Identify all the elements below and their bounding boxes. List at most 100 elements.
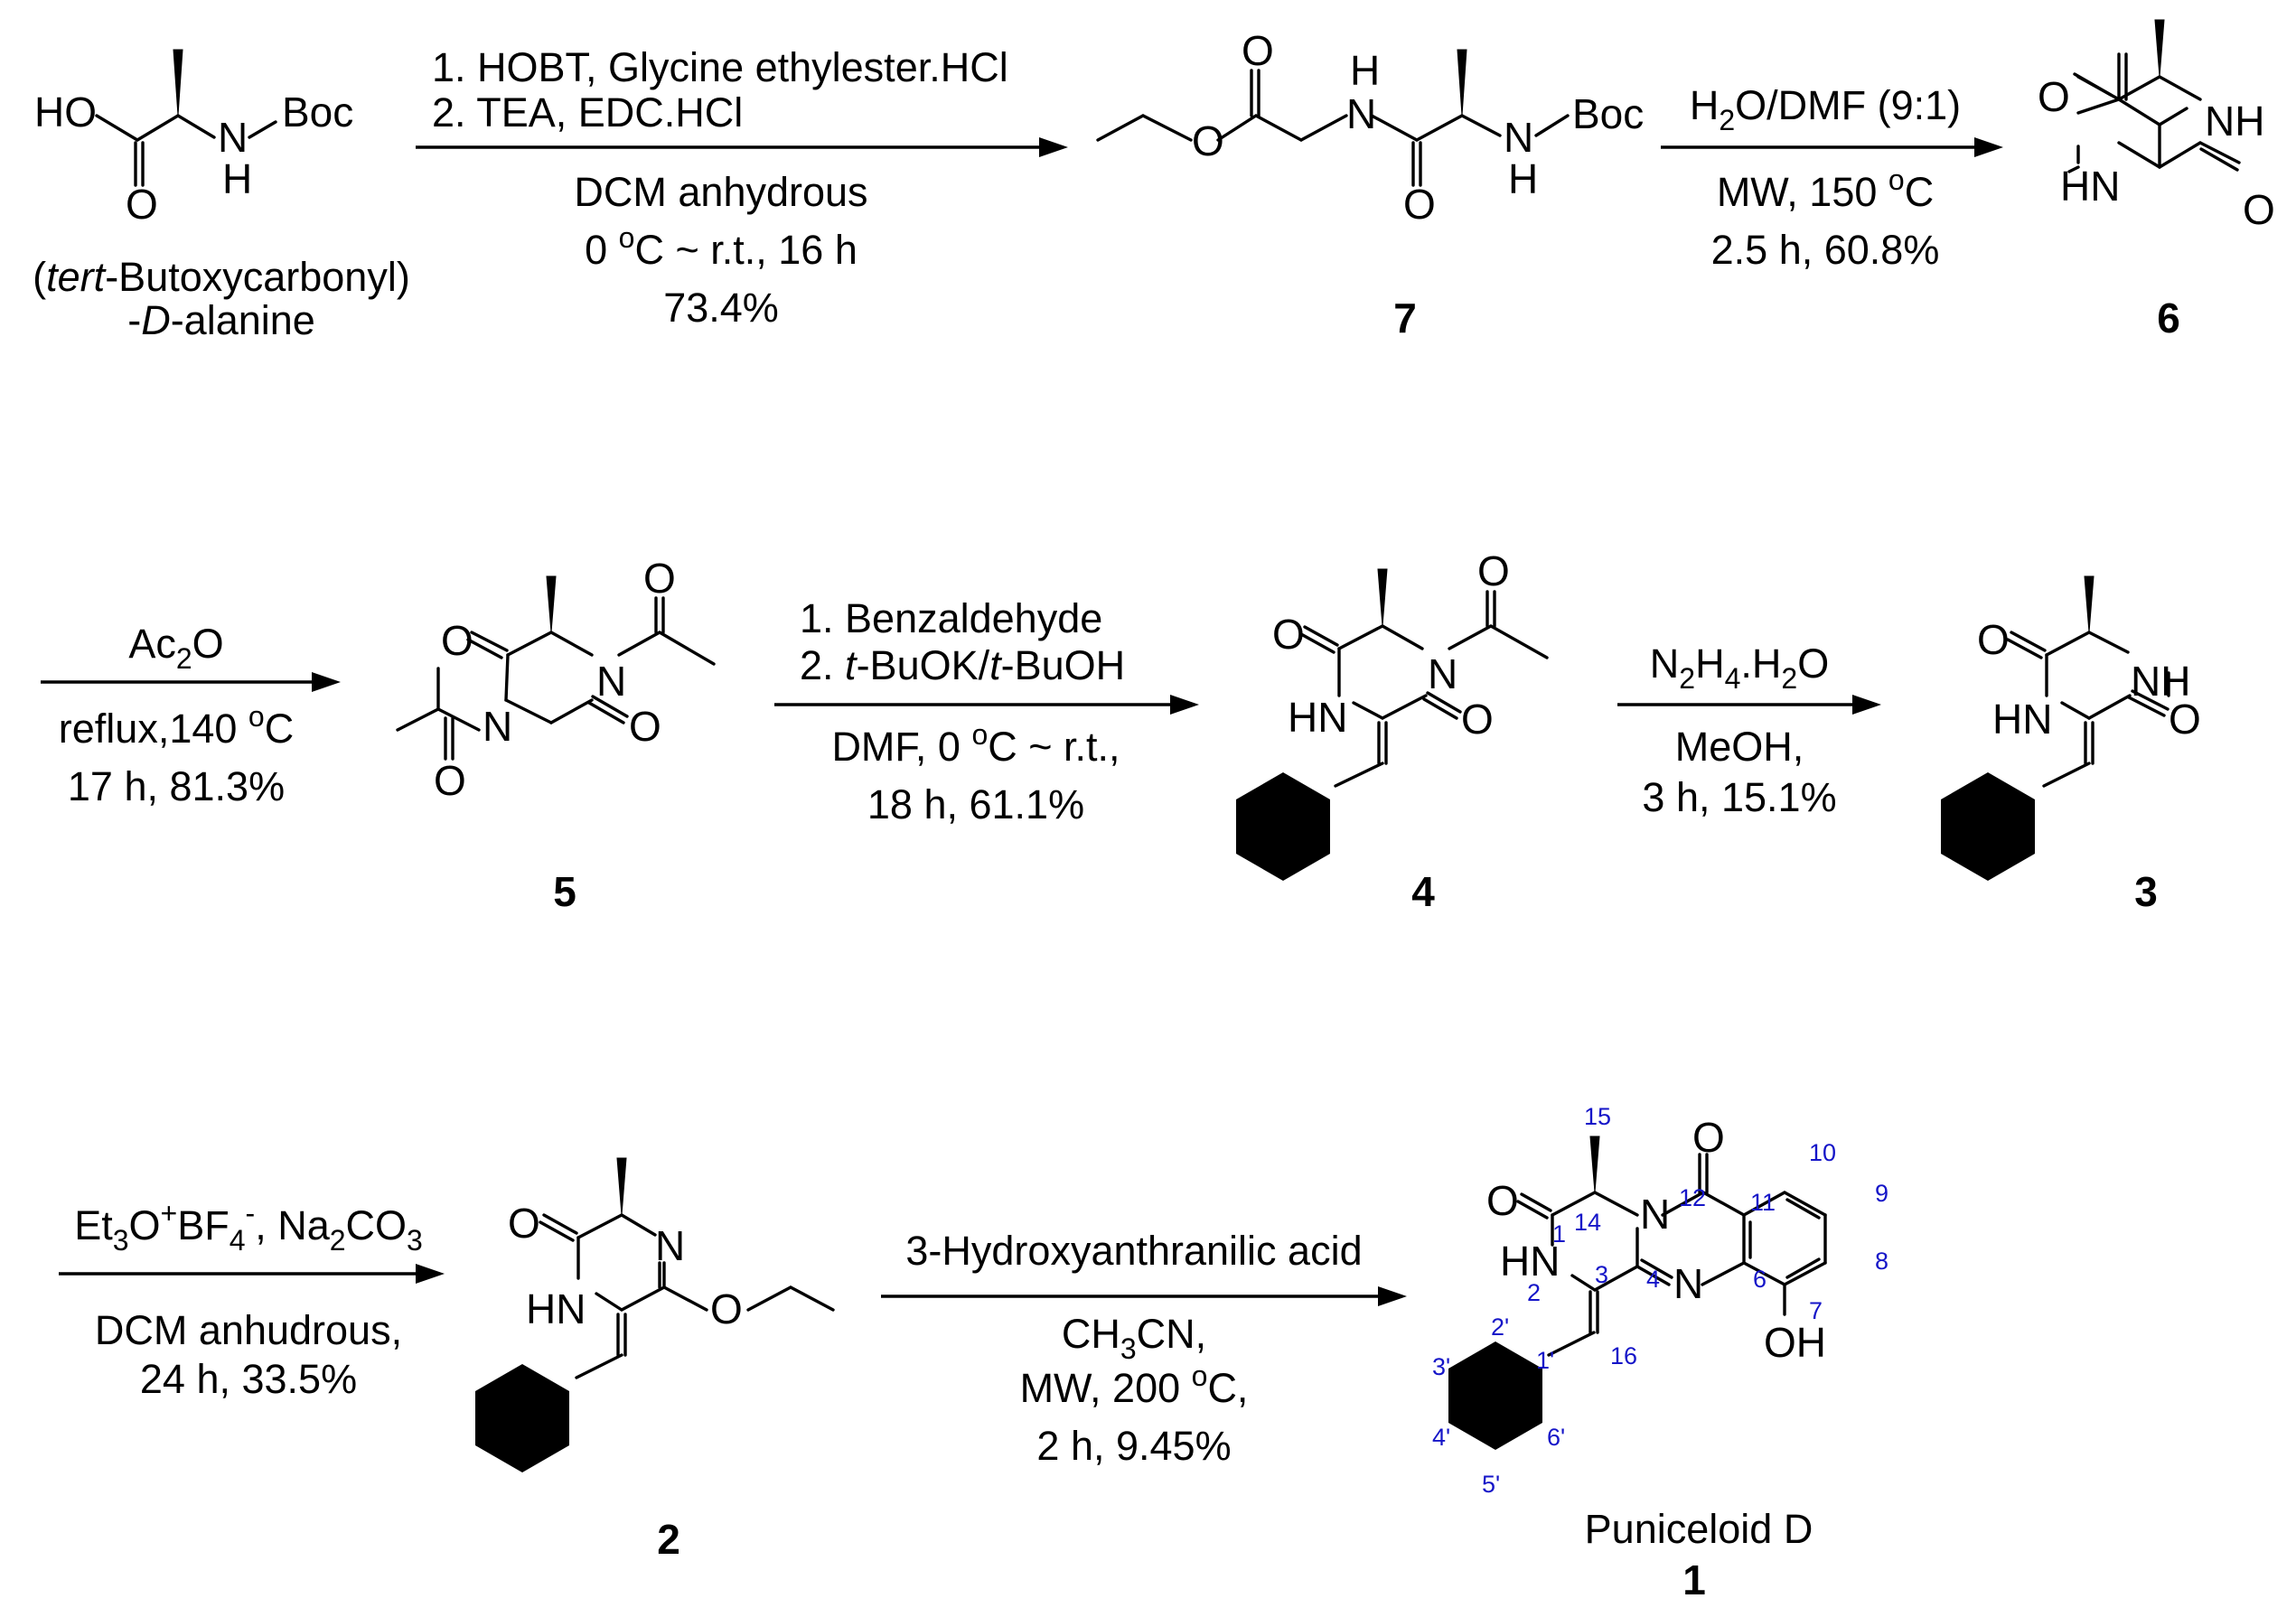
atom-label: N	[1640, 1191, 1670, 1238]
atom-label: H	[1508, 155, 1538, 202]
step6-conditions: Et3O+BF4-, Na2CO3 DCM anhudrous, 24 h, 3…	[59, 1197, 445, 1402]
step1-solvent: DCM anhydrous	[574, 169, 867, 215]
atom-label: N	[655, 1222, 685, 1269]
atom-label: O	[1486, 1177, 1519, 1224]
step1-yield: 73.4%	[663, 285, 779, 331]
atom-label: O	[1692, 1114, 1725, 1161]
atom-number: 12	[1679, 1184, 1706, 1211]
atom-label: NH	[2205, 98, 2264, 145]
atom-number: 4	[1646, 1266, 1660, 1293]
atom-label: O	[434, 757, 466, 804]
atom-label: N	[596, 658, 626, 705]
step6-reagent: Et3O+BF4-, Na2CO3	[74, 1197, 423, 1257]
atom-number: 1	[1552, 1220, 1566, 1248]
atom-number: 14	[1574, 1209, 1601, 1236]
atom-label: O	[1477, 547, 1510, 594]
atom-number: 6'	[1547, 1424, 1565, 1451]
atom-label: HN	[2060, 163, 2120, 210]
compound-1-puniceloid-d: O N O HN N OH 15 14 1 2 3 4 12 11 10 9 8…	[1432, 1103, 1888, 1603]
step7-solvent: CH3CN,	[1062, 1311, 1206, 1365]
compound-number: 2	[657, 1516, 680, 1563]
atom-number: 7	[1809, 1297, 1823, 1324]
atom-label: HN	[1500, 1238, 1560, 1285]
atom-number: 4'	[1432, 1424, 1450, 1451]
step5-reagent: N2H4.H2O	[1650, 640, 1829, 695]
step6-solvent: DCM anhudrous,	[95, 1307, 402, 1353]
step7-yield: 2 h, 9.45%	[1036, 1423, 1231, 1469]
step1-reagent-2: 2. TEA, EDC.HCl	[432, 89, 743, 136]
compound-7: O O N H O N H Boc 7	[1096, 27, 1644, 341]
atom-label: O	[643, 555, 676, 602]
atom-label: O	[2038, 73, 2070, 120]
compound-5: O N O N O O 5	[396, 555, 716, 915]
atom-label: N	[218, 114, 248, 161]
step2-solvent: H2O/DMF (9:1)	[1690, 82, 1961, 136]
step7-conditions: 3-Hydroxyanthranilic acid CH3CN, MW, 200…	[881, 1228, 1407, 1469]
atom-label: O	[710, 1285, 743, 1332]
step4-temperature: DMF, 0 oC ~ r.t.,	[831, 718, 1120, 770]
atom-number: 8	[1875, 1248, 1888, 1275]
step5-yield: 3 h, 15.1%	[1642, 774, 1836, 820]
atom-label: N	[1346, 90, 1376, 137]
atom-label: HN	[1288, 694, 1347, 741]
atom-label: HN	[1992, 696, 2052, 743]
step5-solvent: MeOH,	[1675, 724, 1804, 770]
atom-number: 9	[1875, 1180, 1888, 1207]
atom-label: OH	[1764, 1319, 1826, 1366]
step3-temperature: reflux,140 oC	[59, 700, 294, 752]
atom-label: O	[629, 703, 661, 750]
compound-6: O NH HN O 6	[2038, 19, 2275, 341]
compound-number: 6	[2157, 294, 2180, 341]
atom-number: 5'	[1482, 1471, 1500, 1498]
step4-reagent-1: 1. Benzaldehyde	[800, 595, 1102, 641]
atom-number: 15	[1584, 1103, 1611, 1130]
product-name: Puniceloid D	[1585, 1506, 1813, 1552]
atom-number: 10	[1809, 1139, 1836, 1166]
atom-label: Boc	[1572, 90, 1644, 137]
compound-number: 4	[1411, 868, 1435, 915]
compound-number: 1	[1682, 1556, 1706, 1603]
atom-number: 16	[1610, 1342, 1637, 1369]
atom-label: O	[1403, 181, 1436, 228]
step7-reagent: 3-Hydroxyanthranilic acid	[905, 1228, 1362, 1274]
step4-reagent-2: 2. t-BuOK/t-BuOH	[800, 642, 1125, 688]
atom-number: 2	[1527, 1279, 1541, 1306]
compound-number: 5	[553, 868, 576, 915]
step2-temperature: MW, 150 oC	[1717, 164, 1934, 215]
atom-number: 3'	[1432, 1353, 1450, 1380]
atom-label: O	[1461, 696, 1494, 743]
atom-label: N	[1428, 650, 1457, 697]
atom-label: HO	[34, 89, 97, 136]
compound-2: O N HN O 2	[475, 1157, 835, 1563]
step7-temperature: MW, 200 oC,	[1020, 1360, 1249, 1411]
atom-label: Boc	[282, 89, 353, 136]
atom-label: N	[1673, 1260, 1703, 1307]
step1-reagent-1: 1. HOBT, Glycine ethylester.HCl	[432, 44, 1008, 90]
step5-conditions: N2H4.H2O MeOH, 3 h, 15.1%	[1617, 640, 1881, 820]
step1-temperature: 0 oC ~ r.t., 16 h	[585, 221, 857, 273]
compound-3: O NH HN O 3	[1941, 575, 2201, 915]
compound-4: O N O HN O 4	[1236, 547, 1549, 915]
atom-label: HN	[526, 1285, 586, 1332]
start-material-name-line2: -D-alanine	[127, 297, 315, 343]
start-material-boc-d-alanine: HO N H Boc O (tert-Butoxycarbonyl) -D-al…	[33, 49, 410, 343]
atom-label: O	[1977, 616, 2010, 663]
step6-yield: 24 h, 33.5%	[140, 1356, 357, 1402]
atom-label: O	[1242, 27, 1274, 74]
atom-number: 1'	[1536, 1347, 1554, 1374]
step2-yield: 2.5 h, 60.8%	[1711, 227, 1940, 273]
step4-conditions: 1. Benzaldehyde 2. t-BuOK/t-BuOH DMF, 0 …	[774, 595, 1199, 827]
compound-number: 7	[1393, 294, 1417, 341]
atom-label: N	[1504, 114, 1533, 161]
atom-number: 11	[1750, 1189, 1776, 1216]
step2-conditions: H2O/DMF (9:1) MW, 150 oC 2.5 h, 60.8%	[1661, 82, 2003, 273]
step3-reagent: Ac2O	[128, 621, 223, 675]
step1-conditions: 1. HOBT, Glycine ethylester.HCl 2. TEA, …	[416, 44, 1068, 331]
step4-yield: 18 h, 61.1%	[867, 781, 1084, 827]
atom-label: N	[483, 703, 512, 750]
atom-label: NH	[2131, 658, 2190, 705]
atom-number: 6	[1753, 1266, 1767, 1293]
atom-label: O	[126, 181, 158, 228]
start-material-name-line1: (tert-Butoxycarbonyl)	[33, 254, 410, 300]
